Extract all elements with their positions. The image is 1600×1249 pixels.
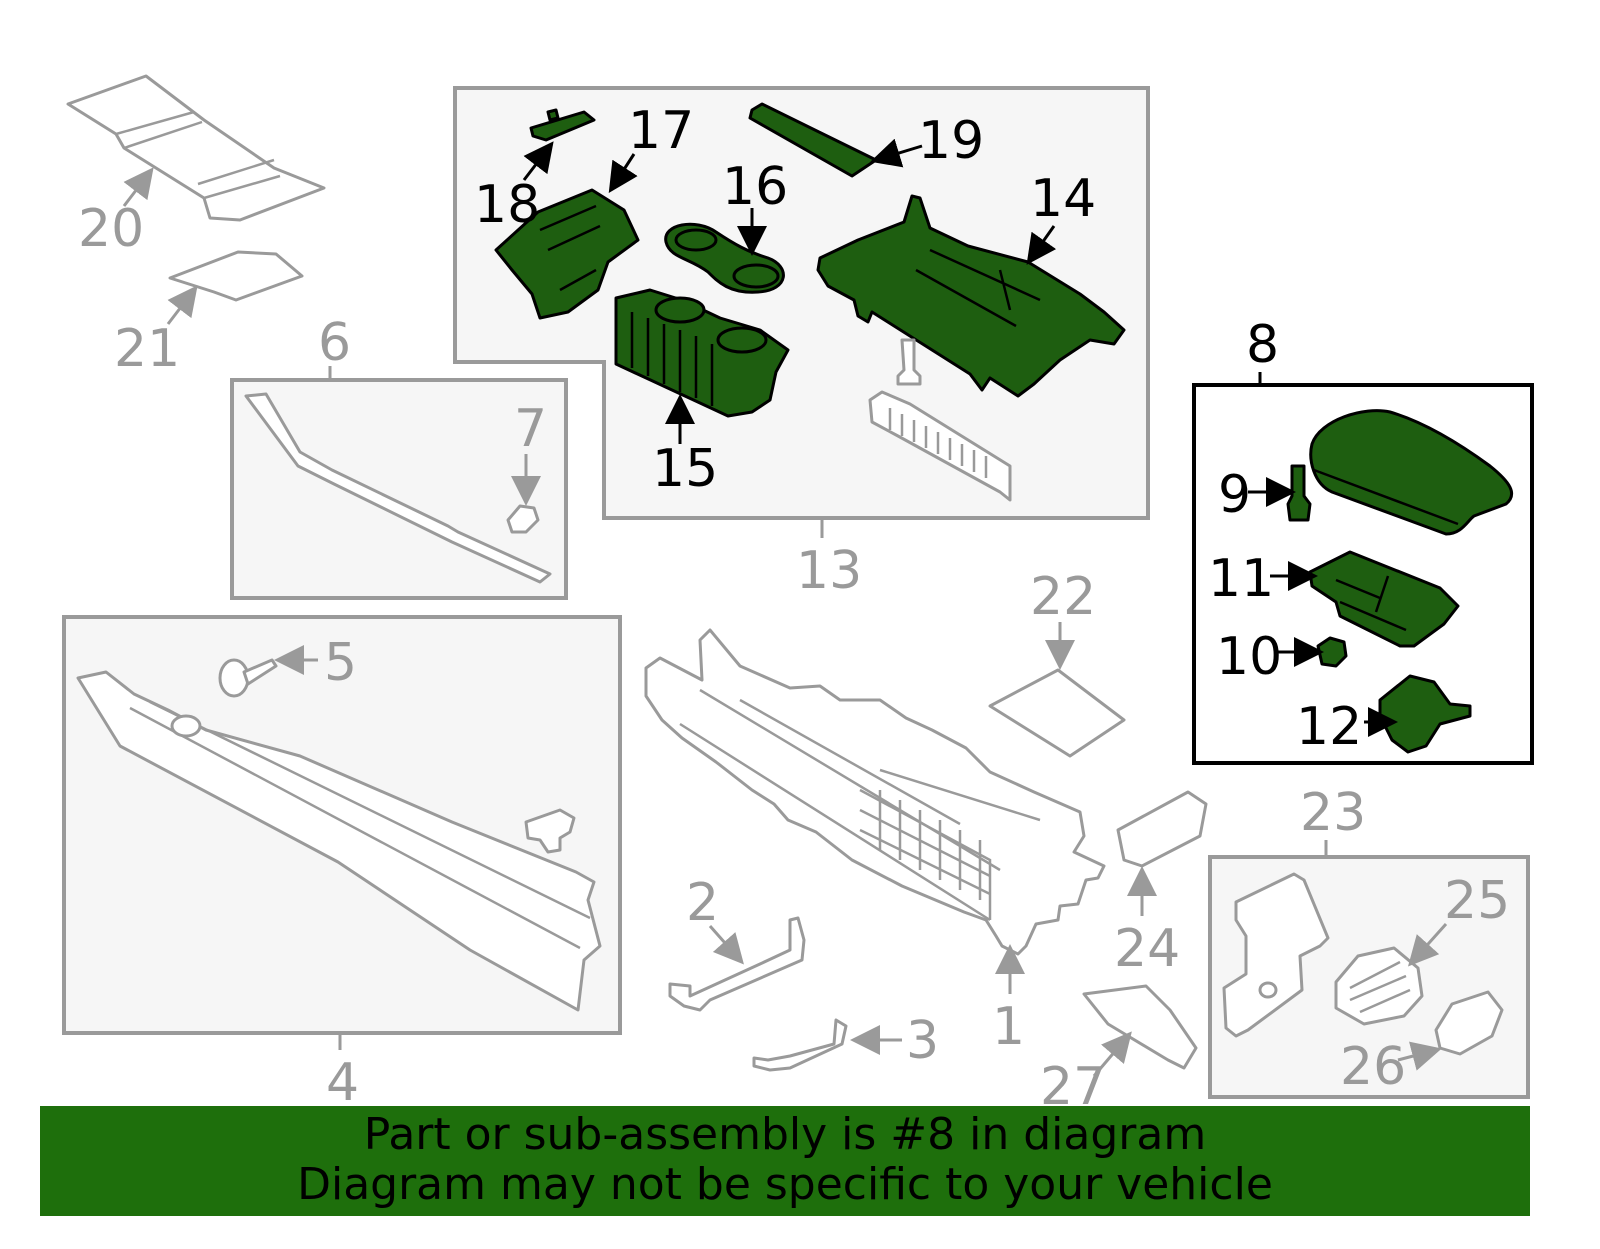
part-8-lid[interactable]: [1309, 409, 1513, 536]
callout-24[interactable]: 24: [1114, 919, 1180, 979]
part-20[interactable]: [66, 74, 326, 222]
part-17[interactable]: [494, 188, 640, 320]
callout-11[interactable]: 11: [1208, 549, 1274, 609]
callout-17[interactable]: 17: [628, 101, 694, 161]
callout-22[interactable]: 22: [1030, 567, 1096, 627]
leader-lines: [122, 138, 1448, 1077]
part-14[interactable]: [816, 194, 1126, 398]
part-1[interactable]: [644, 628, 1106, 956]
part-21[interactable]: [168, 250, 304, 302]
part-24[interactable]: [1116, 790, 1208, 868]
callout-23[interactable]: 23: [1300, 783, 1366, 843]
callout-13[interactable]: 13: [796, 541, 862, 601]
callout-9[interactable]: 9: [1218, 465, 1251, 525]
callout-4[interactable]: 4: [326, 1053, 359, 1113]
part-19[interactable]: [748, 102, 878, 178]
part-25[interactable]: [1334, 946, 1424, 1026]
callout-12[interactable]: 12: [1296, 697, 1362, 757]
callout-10[interactable]: 10: [1216, 627, 1282, 687]
banner-line-2: Diagram may not be specific to your vehi…: [297, 1159, 1273, 1210]
part-3[interactable]: [752, 1018, 848, 1072]
part-10[interactable]: [1316, 636, 1348, 668]
callout-1[interactable]: 1: [992, 997, 1025, 1057]
group-box-13: [453, 86, 1150, 520]
callout-3[interactable]: 3: [906, 1011, 939, 1071]
callout-26[interactable]: 26: [1340, 1037, 1406, 1097]
callout-25[interactable]: 25: [1444, 871, 1510, 931]
callout-19[interactable]: 19: [918, 111, 984, 171]
callout-18[interactable]: 18: [474, 175, 540, 235]
bolt-unlabeled: [896, 338, 922, 386]
callout-2[interactable]: 2: [686, 873, 719, 933]
part-27[interactable]: [1082, 984, 1198, 1070]
part-18[interactable]: [529, 108, 596, 142]
callout-8[interactable]: 8: [1246, 315, 1279, 375]
part-26[interactable]: [1434, 990, 1504, 1056]
part-23-bezel[interactable]: [1222, 872, 1330, 1038]
part-4[interactable]: [76, 670, 602, 1012]
part-11[interactable]: [1308, 550, 1460, 648]
info-banner: Part or sub-assembly is #8 in diagram Di…: [40, 1106, 1530, 1216]
part-15[interactable]: [614, 288, 790, 418]
callout-7[interactable]: 7: [514, 399, 547, 459]
part-2[interactable]: [668, 916, 806, 1012]
callout-15[interactable]: 15: [652, 439, 718, 499]
callout-6[interactable]: 6: [318, 313, 351, 373]
part-7[interactable]: [506, 504, 540, 534]
part-6[interactable]: [244, 392, 552, 584]
callout-labels: 20 21 6 7 5 4 13 22 1 2 3 24 27 23 25 26…: [78, 101, 1510, 1117]
banner-line-1: Part or sub-assembly is #8 in diagram: [363, 1109, 1207, 1160]
trim-grille: [868, 390, 1012, 502]
callout-16[interactable]: 16: [722, 157, 788, 217]
callout-14[interactable]: 14: [1030, 169, 1096, 229]
callout-20[interactable]: 20: [78, 199, 144, 259]
part-22[interactable]: [988, 668, 1126, 758]
callout-5[interactable]: 5: [324, 633, 357, 693]
part-16[interactable]: [664, 222, 785, 294]
callout-21[interactable]: 21: [114, 319, 180, 379]
